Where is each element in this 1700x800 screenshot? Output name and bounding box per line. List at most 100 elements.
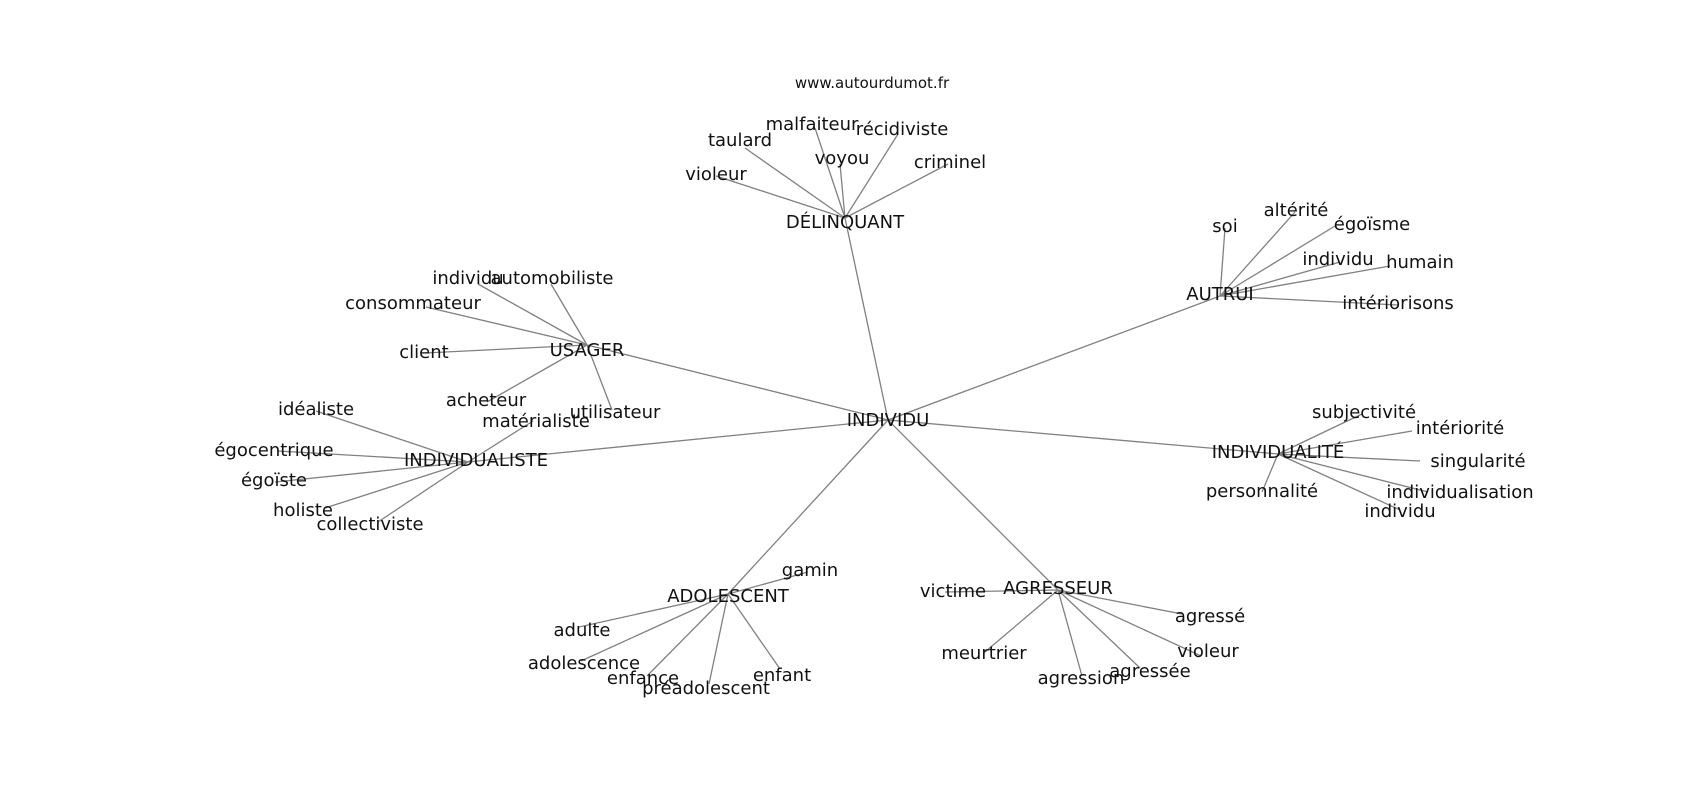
edge-hub-to-leaf: [486, 344, 588, 403]
leaf-node-label: individu: [432, 268, 503, 289]
root-node-label: INDIVIDU: [847, 410, 930, 431]
hub-node-label: USAGER: [550, 340, 625, 361]
edge-hub-to-leaf: [715, 175, 846, 219]
leaf-node-label: égoïsme: [1334, 214, 1411, 235]
leaf-node-label: récidiviste: [856, 119, 949, 140]
edge-hub-to-leaf: [727, 593, 781, 670]
leaf-node-label: matérialiste: [482, 411, 590, 432]
edge-root-to-hub: [586, 344, 889, 421]
edge-hub-to-leaf: [580, 593, 729, 662]
leaf-node-label: agressé: [1175, 606, 1245, 627]
edge-root-to-hub: [887, 419, 1279, 455]
leaf-node-label: singularité: [1430, 451, 1525, 472]
leaf-node-label: enfance: [607, 668, 679, 689]
edge-hub-to-leaf: [944, 589, 1059, 593]
leaf-node-label: subjectivité: [1312, 402, 1416, 423]
edge-hub-to-leaf: [727, 571, 809, 595]
edge-hub-to-leaf: [646, 593, 729, 677]
edge-hub-to-leaf: [1277, 430, 1413, 455]
hub-node-label: ADOLESCENT: [667, 586, 790, 607]
edge-hub-to-leaf: [984, 589, 1059, 653]
edge-hub-to-leaf: [814, 127, 846, 219]
leaf-node-label: égocentrique: [214, 440, 333, 461]
leaf-node-label: adolescence: [528, 653, 640, 674]
edge-hub-to-leaf: [1219, 265, 1391, 297]
edge-hub-to-leaf: [477, 283, 588, 346]
leaf-node-label: malfaiteur: [766, 114, 859, 135]
edge-hub-to-leaf: [1219, 227, 1226, 297]
leaf-node-label: violeur: [685, 164, 747, 185]
edge-hub-to-leaf: [708, 593, 729, 685]
hub-node-label: AUTRUI: [1186, 284, 1253, 305]
source-url: www.autourdumot.fr: [795, 74, 950, 92]
labels-layer: www.autourdumot.fr INDIVIDU DÉLINQUANT mal…: [214, 74, 1533, 699]
leaf-node-label: intériorisons: [1342, 293, 1454, 314]
leaf-node-label: criminel: [914, 152, 986, 173]
leaf-node-label: consommateur: [345, 293, 481, 314]
edge-hub-to-leaf: [839, 163, 846, 219]
edge-hub-to-leaf: [1219, 211, 1296, 297]
leaf-node-label: adulte: [554, 620, 611, 641]
edge-hub-to-leaf: [274, 461, 469, 483]
leaf-node-label: meurtrier: [941, 643, 1027, 664]
edge-hub-to-leaf: [1057, 589, 1141, 669]
edge-hub-to-leaf: [1277, 453, 1421, 462]
edge-root-to-hub: [727, 419, 889, 595]
edge-hub-to-leaf: [1057, 589, 1183, 615]
leaf-node-label: acheteur: [446, 390, 527, 411]
leaf-node-label: soi: [1212, 216, 1237, 237]
leaf-node-label: utilisateur: [570, 402, 661, 423]
edge-hub-to-leaf: [377, 461, 469, 523]
leaf-node-label: holiste: [273, 500, 333, 521]
edge-hub-to-leaf: [1277, 453, 1429, 493]
leaf-node-label: violeur: [1177, 641, 1239, 662]
hub-node-label: DÉLINQUANT: [786, 211, 905, 233]
edge-hub-to-leaf: [1219, 225, 1336, 297]
leaf-node-label: individu: [1302, 249, 1373, 270]
edge-hub-to-leaf: [1219, 295, 1399, 306]
edge-root-to-hub: [844, 217, 889, 421]
leaf-node-label: client: [399, 342, 448, 363]
edges-layer: [274, 127, 1429, 685]
leaf-node-label: idéaliste: [278, 399, 354, 420]
leaf-node-label: collectiviste: [316, 514, 423, 535]
leaf-node-label: altérité: [1264, 200, 1329, 221]
edge-hub-to-leaf: [586, 344, 613, 411]
edge-hub-to-leaf: [424, 344, 588, 354]
edge-hub-to-leaf: [277, 450, 469, 463]
leaf-node-label: automobiliste: [491, 268, 614, 289]
leaf-node-label: victime: [920, 581, 986, 602]
edge-hub-to-leaf: [844, 133, 899, 219]
leaf-node-label: préadolescent: [642, 678, 770, 699]
edge-hub-to-leaf: [744, 147, 846, 219]
leaf-node-label: enfant: [753, 665, 811, 686]
leaf-node-label: personnalité: [1206, 481, 1318, 502]
leaf-node-label: individualisation: [1386, 482, 1533, 503]
edge-hub-to-leaf: [425, 306, 588, 346]
edge-hub-to-leaf: [467, 420, 534, 463]
edge-hub-to-leaf: [844, 163, 949, 219]
leaf-node-label: voyou: [815, 148, 870, 169]
edge-hub-to-leaf: [550, 283, 588, 346]
edge-hub-to-leaf: [315, 410, 469, 463]
leaf-node-label: agressée: [1109, 661, 1190, 682]
leaf-node-label: humain: [1386, 252, 1454, 273]
leaf-node-label: intériorité: [1416, 418, 1505, 439]
leaf-node-label: égoïste: [241, 470, 307, 491]
hub-node-label: INDIVIDUALITÉ: [1212, 441, 1345, 463]
leaf-node-label: taulard: [708, 130, 772, 151]
leaf-node-label: agression: [1038, 668, 1125, 689]
edge-hub-to-leaf: [324, 461, 469, 509]
edge-hub-to-leaf: [1261, 453, 1279, 493]
edge-hub-to-leaf: [1057, 589, 1083, 677]
edge-hub-to-leaf: [1219, 261, 1341, 297]
edge-hub-to-leaf: [1277, 413, 1363, 455]
edge-hub-to-leaf: [578, 593, 729, 628]
edge-hub-to-leaf: [1277, 453, 1401, 511]
leaf-node-label: individu: [1364, 501, 1435, 522]
hub-node-label: AGRESSEUR: [1003, 578, 1113, 599]
edge-hub-to-leaf: [1057, 589, 1202, 657]
edge-root-to-hub: [887, 419, 1059, 591]
